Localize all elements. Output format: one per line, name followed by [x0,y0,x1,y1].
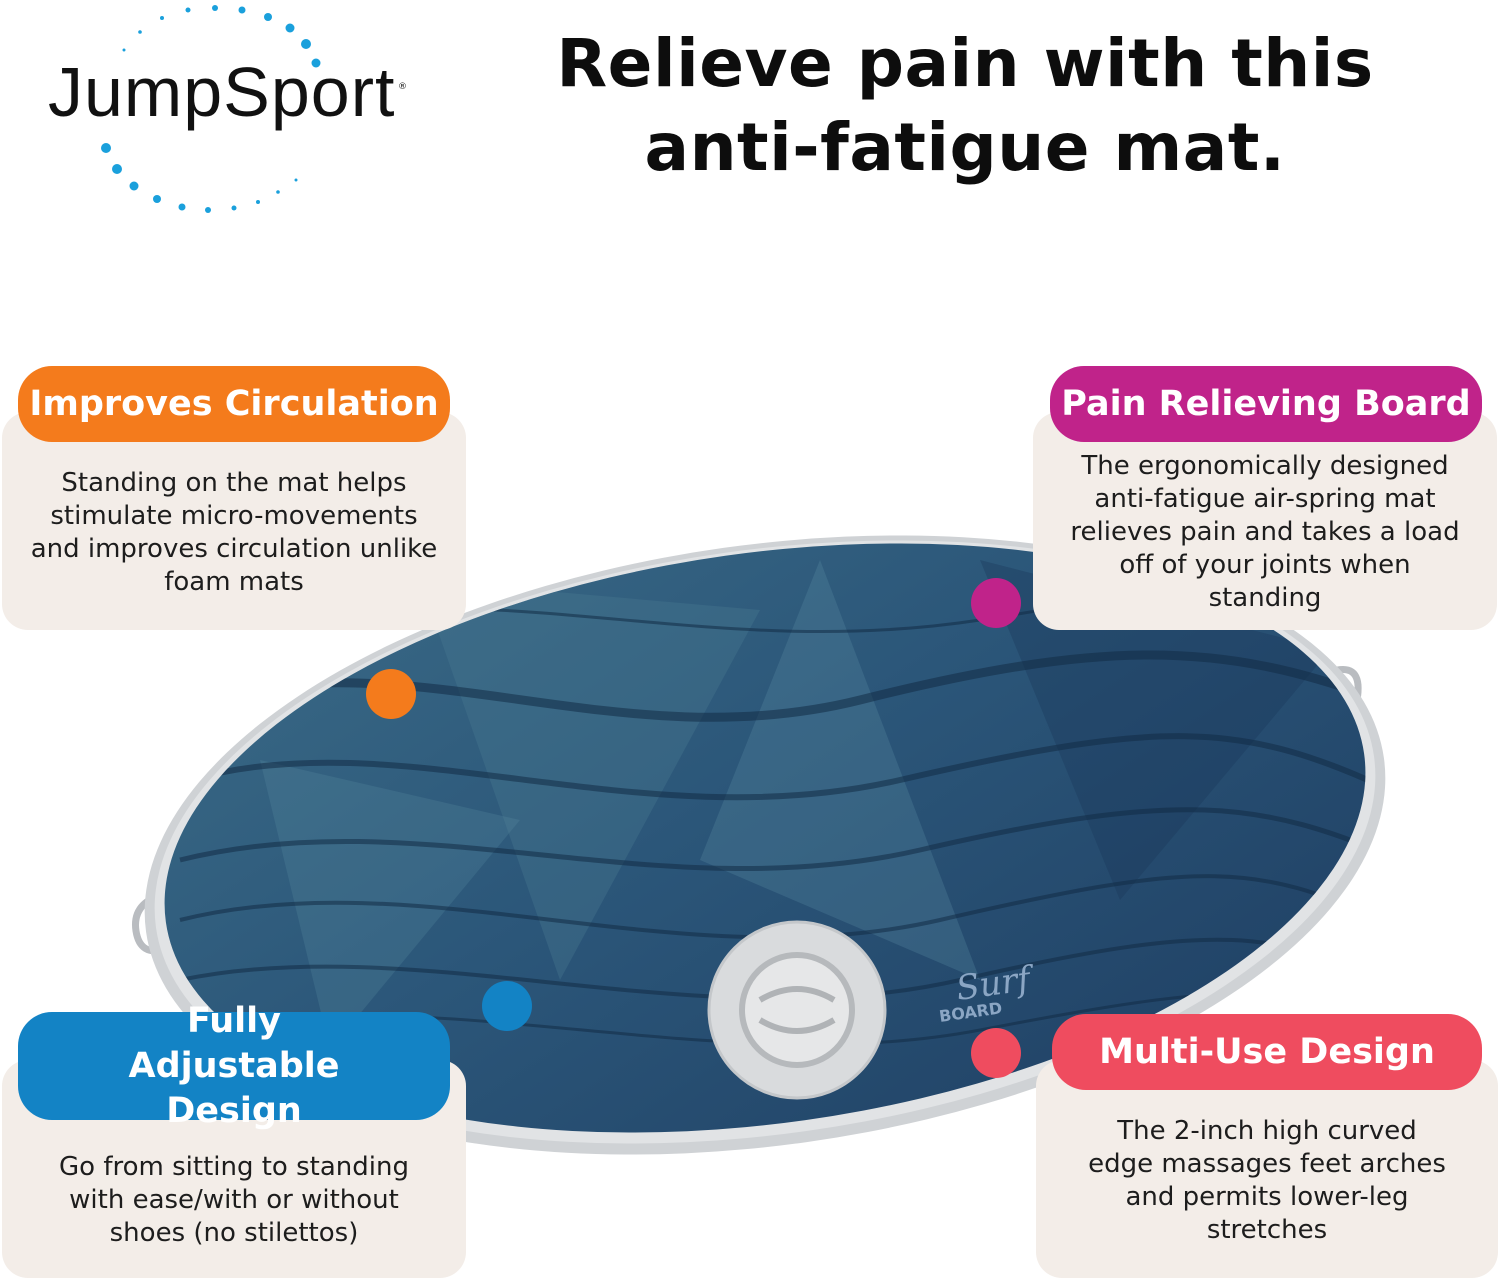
feature-title-adjustable: Fully Adjustable Design [18,1001,450,1131]
feature-description: Standing on the mat helps stimulate micr… [30,468,438,597]
logo-wordmark: JumpSport [48,53,396,131]
feature-description: The 2-inch high curved edge massages fee… [1088,1116,1446,1245]
feature-title-pain-relief: Pain Relieving Board [1050,366,1482,442]
headline-line-1: Relieve pain with this [556,25,1374,102]
hotspot-marker-coral[interactable] [971,1028,1021,1078]
headline-line-2: anti-fatigue mat. [644,109,1286,186]
feature-card-circulation: Standing on the mat helps stimulate micr… [2,412,466,630]
jumpsport-logo: JumpSport ® [20,0,407,230]
feature-card-pain-relief: The ergonomically designed anti-fatigue … [1033,412,1497,630]
feature-description: Go from sitting to standing with ease/wi… [59,1152,409,1248]
feature-card-multi-use: The 2-inch high curved edge massages fee… [1036,1060,1498,1278]
registered-mark: ® [398,82,407,92]
feature-title-multi-use: Multi-Use Design [1052,1014,1482,1090]
feature-title-circulation: Improves Circulation [18,366,450,442]
feature-description: The ergonomically designed anti-fatigue … [1070,451,1460,613]
hotspot-marker-blue[interactable] [482,981,532,1031]
logo-dot-ring-icon [101,5,321,213]
page-headline: Relieve pain with this anti-fatigue mat. [520,22,1410,190]
hotspot-marker-orange[interactable] [366,669,416,719]
hotspot-marker-magenta[interactable] [971,578,1021,628]
